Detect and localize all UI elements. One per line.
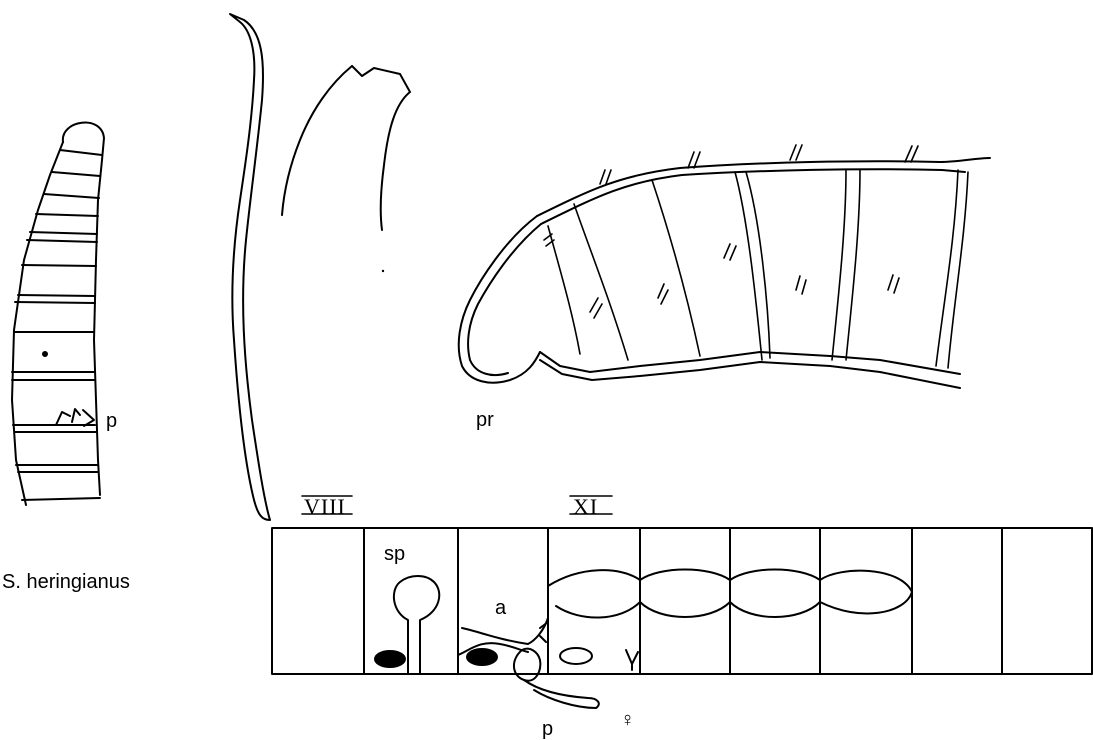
worm-right-outline — [63, 123, 104, 495]
anterior-region-drawing — [459, 145, 990, 388]
pore-dot — [42, 351, 48, 357]
label-female-symbol: ♀ — [620, 709, 635, 731]
worm-left-outline — [12, 142, 63, 505]
label-atrium: a — [495, 597, 507, 619]
species-caption: S. heringianus — [2, 571, 130, 593]
label-prostomium: pr — [476, 409, 494, 431]
penis-sheath — [514, 649, 540, 681]
label-spermatheca: sp — [384, 543, 405, 565]
penial-seta-long — [230, 14, 270, 520]
penial-seta-tip — [282, 66, 410, 272]
worm-anterior-drawing — [12, 123, 104, 505]
label-penis: p — [542, 718, 553, 740]
male-funnel-open — [560, 648, 592, 664]
label-penial-setae: p — [106, 410, 117, 432]
label-segment-xi: XI — [573, 494, 598, 519]
male-funnel-dark — [466, 648, 498, 666]
spermathecal-pore-dark — [374, 650, 406, 668]
female-pore — [626, 650, 638, 670]
penial-setae-on-worm — [56, 409, 80, 425]
label-segment-viii: VIII — [304, 494, 346, 519]
